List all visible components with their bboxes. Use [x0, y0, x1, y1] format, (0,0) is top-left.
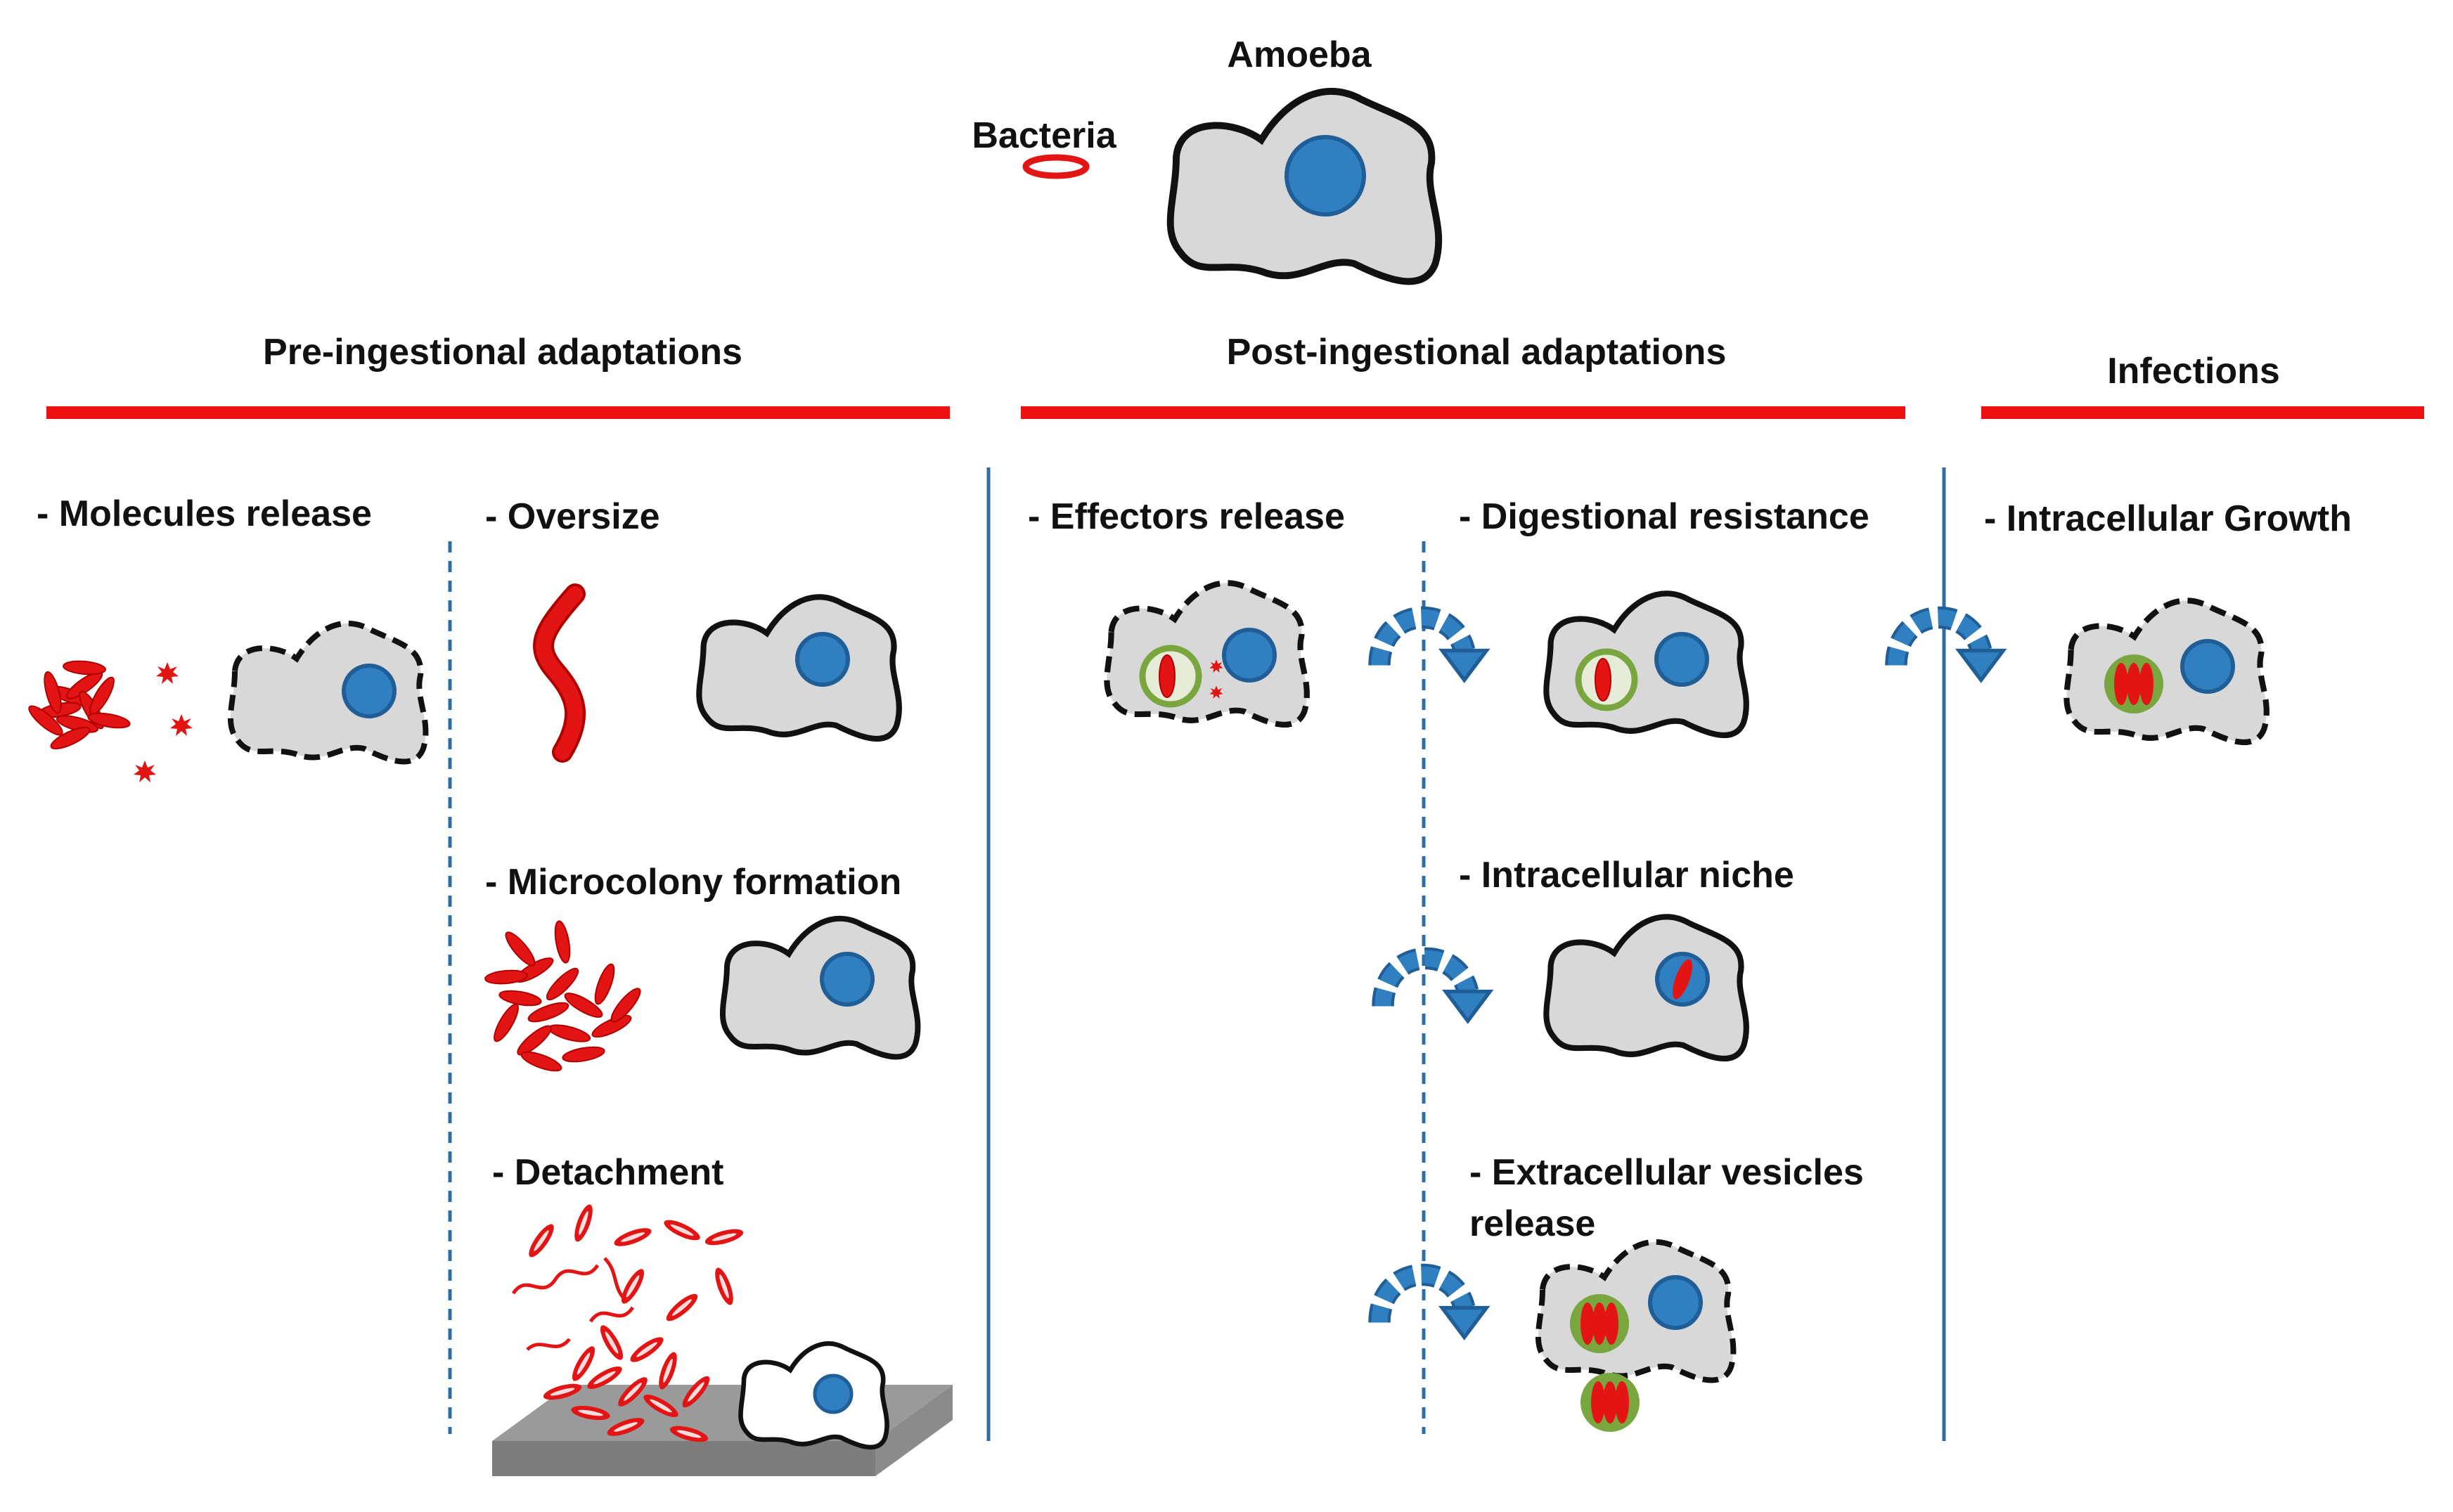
post-ingestional-bar [1021, 406, 1905, 419]
nucleus-icon [795, 632, 850, 687]
bacterium-icon [2114, 663, 2128, 705]
molecule-icon [156, 662, 179, 684]
bacterium-icon [2139, 663, 2153, 705]
nucleus-icon [1654, 632, 1709, 687]
infections-title: Infections [2107, 351, 2280, 392]
nucleus-icon [1222, 628, 1277, 683]
amoeba-microcolony [723, 919, 918, 1057]
amoeba-growth [2066, 600, 2266, 742]
pre-ingestional-title: Pre-ingestional adaptations [263, 332, 742, 373]
bacterium-icon [1580, 1303, 1595, 1345]
bacterium-icon [1595, 658, 1611, 702]
amoeba-digestional [1546, 593, 1746, 735]
amoeba-ev [1538, 1242, 1733, 1381]
molecule-icon [170, 714, 193, 736]
bacterium-icon [1673, 959, 1692, 1000]
curved-arrow-icon [1896, 617, 2003, 680]
amoeba-detachment [740, 1343, 887, 1447]
amoeba-niche [1546, 917, 1746, 1059]
digestional-resistance-label: - Digestional resistance [1459, 496, 1869, 537]
bacterium-icon [1604, 1303, 1618, 1345]
microcolony-cluster [484, 919, 645, 1075]
ev-release-label-line2: release [1469, 1203, 1595, 1244]
nucleus-icon [342, 664, 397, 718]
bacterium-icon [2127, 663, 2141, 705]
bacterium-icon [1159, 654, 1176, 698]
nucleus-icon [813, 1374, 854, 1414]
nucleus-icon [820, 952, 875, 1007]
nucleus-icon [1285, 135, 1366, 217]
legend-amoeba [1171, 91, 1439, 281]
molecules-release-label: - Molecules release [37, 493, 372, 534]
oversize-label: - Oversize [485, 496, 660, 537]
amoeba-dashed-molecules [231, 623, 425, 762]
infections-bar [1981, 406, 2424, 419]
curved-arrow-icon [1379, 1274, 1486, 1337]
detachment-label: - Detachment [492, 1152, 723, 1193]
curved-arrow-icon [1383, 958, 1490, 1021]
intracellular-niche-label: - Intracellular niche [1459, 855, 1794, 896]
curved-arrow-icon [1379, 617, 1486, 680]
microcolony-label: - Microcolony formation [485, 862, 901, 903]
amoeba-oversize [699, 597, 899, 739]
pre-ingestional-bar [46, 406, 950, 419]
detached-bacteria [511, 1202, 745, 1351]
effectors-release-label: - Effectors release [1028, 496, 1345, 537]
ev-release-label-line1: - Extracellular vesicles [1469, 1152, 1864, 1193]
bacterium-icon [1592, 1303, 1607, 1345]
bacteria-cluster-molecules [25, 659, 132, 754]
nucleus-icon [2180, 639, 2235, 694]
amoeba-effectors [1107, 583, 1306, 725]
legend-bacterium-icon [1022, 154, 1090, 179]
oversized-bacterium-icon [533, 583, 586, 763]
bacteria-label: Bacteria [972, 115, 1116, 156]
post-ingestional-title: Post-ingestional adaptations [1227, 332, 1727, 373]
nucleus-icon [1648, 1275, 1703, 1330]
amoeba-label: Amoeba [1227, 34, 1372, 75]
extracellular-vesicle-icon [1580, 1373, 1640, 1432]
molecule-icon [134, 761, 156, 782]
intracellular-growth-label: - Intracellular Growth [1984, 498, 2352, 539]
